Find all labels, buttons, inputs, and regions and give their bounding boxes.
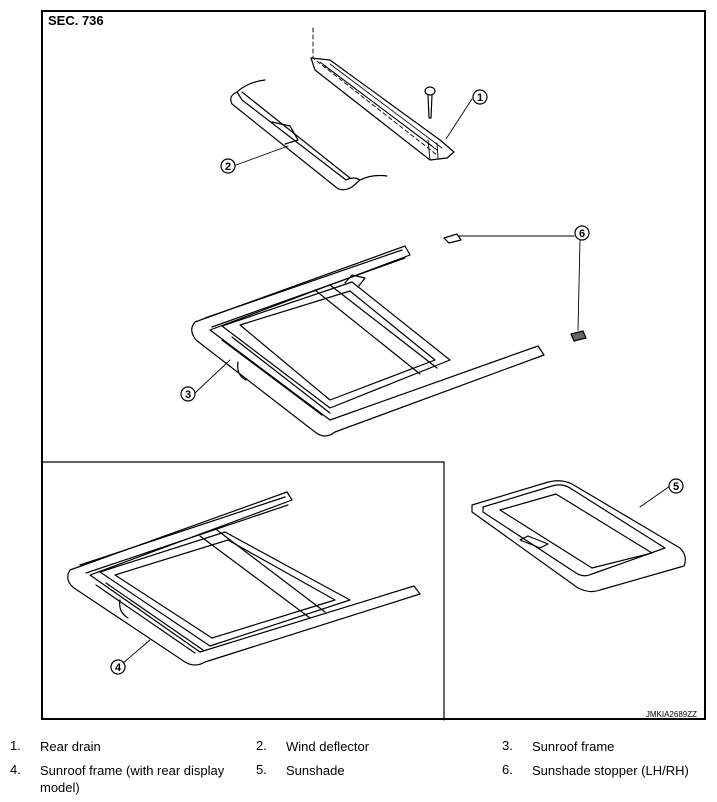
legend-number: 1.	[10, 738, 21, 753]
callout-6: 6	[574, 225, 590, 241]
legend-number: 5.	[256, 762, 267, 777]
callout-4: 4	[110, 659, 126, 675]
legend-item: 2. Wind deflector	[256, 738, 486, 755]
callout-1: 1	[472, 89, 488, 105]
svg-text:1: 1	[477, 92, 483, 104]
legend-item: 4. Sunroof frame (with rear display mode…	[10, 762, 240, 796]
wind-deflector-part	[230, 79, 388, 191]
rear-drain-part	[310, 27, 455, 161]
inset-panel-border-4	[42, 461, 445, 721]
sunroof-frame-part	[191, 245, 545, 437]
callout-2: 2	[220, 158, 236, 174]
sunshade-stopper-parts	[443, 233, 587, 342]
legend-number: 2.	[256, 738, 267, 753]
legend-item: 6. Sunshade stopper (LH/RH)	[502, 762, 717, 779]
svg-text:2: 2	[225, 161, 231, 173]
sunroof-frame-rear-display-part	[67, 491, 421, 666]
legend-text: Sunshade	[286, 763, 345, 778]
svg-text:4: 4	[115, 662, 122, 674]
callout-3: 3	[180, 386, 196, 402]
legend-text: Wind deflector	[286, 739, 370, 754]
svg-text:5: 5	[673, 481, 679, 493]
callout-5: 5	[668, 478, 684, 494]
legend-item: 3. Sunroof frame	[502, 738, 717, 755]
leader-lines	[121, 98, 671, 665]
legend-number: 3.	[502, 738, 513, 753]
diagram-frame	[41, 10, 706, 720]
legend-text: Sunroof frame	[532, 739, 615, 754]
svg-text:6: 6	[579, 228, 585, 240]
legend-item: 5. Sunshade	[256, 762, 486, 779]
svg-text:3: 3	[185, 389, 191, 401]
exploded-parts-diagram: 1 2 3 4 5 6	[42, 27, 686, 721]
legend-text: Sunshade stopper (LH/RH)	[532, 763, 689, 778]
legend-text: Rear drain	[40, 739, 101, 754]
screw-part	[424, 86, 436, 119]
legend-number: 4.	[10, 762, 21, 777]
sunshade-part	[471, 480, 686, 593]
legend-text: Sunroof frame (with rear display model)	[40, 763, 225, 795]
legend-item: 1. Rear drain	[10, 738, 240, 755]
image-code: JMKIA2689ZZ	[645, 710, 697, 719]
legend-number: 6.	[502, 762, 513, 777]
section-label: SEC. 736	[48, 13, 104, 28]
